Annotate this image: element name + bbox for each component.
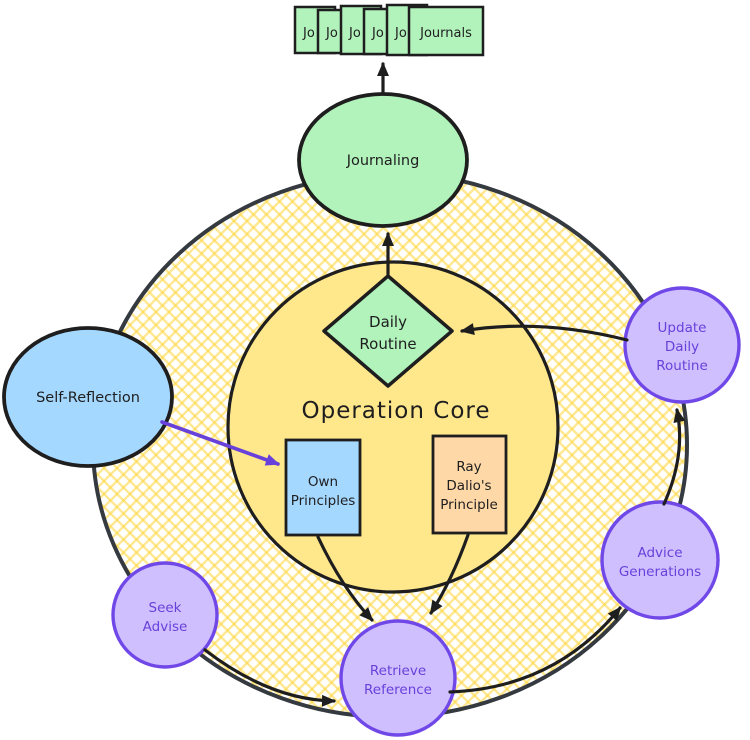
daily-routine-diamond[interactable]: Daily Routine [322, 274, 454, 388]
own-principles-label-line2: Principles [291, 493, 356, 509]
ray-dalio-label-line3: Principle [440, 497, 498, 513]
daily-routine-label-line2: Routine [359, 335, 416, 353]
arrow-update-to-daily-routine[interactable] [460, 323, 629, 342]
journal-card-label: Jo [302, 26, 315, 41]
ray-dalio-label-line2: Dalio's [446, 478, 491, 494]
operation-core-label: Operation Core [301, 398, 490, 424]
own-principles-rect[interactable]: Own Principles [284, 438, 362, 537]
ray-dalio-rect[interactable]: Ray Dalio's Principle [431, 434, 508, 535]
daily-routine-label-line1: Daily [369, 313, 407, 331]
journal-card-label: Jo [348, 26, 361, 41]
self-reflection-node[interactable]: Self-Reflection [2, 326, 174, 468]
seek-advise-line1: Seek [149, 600, 182, 616]
journaling-label: Journaling [346, 153, 420, 169]
advice-generations-line2: Generations [619, 564, 701, 580]
journal-stack[interactable]: Jo Jo Jo Jo Jo Journals [293, 3, 485, 57]
arrow-self-reflection-to-own-principles[interactable] [160, 420, 280, 466]
update-daily-routine-node[interactable]: Update Daily Routine [623, 286, 741, 404]
seek-advise-line2: Advise [143, 619, 188, 635]
journal-card-label: Jo [325, 26, 338, 41]
arrow-retrieve-to-advice[interactable] [448, 606, 622, 694]
retrieve-reference-node[interactable]: Retrieve Reference [339, 619, 457, 737]
journaling-node[interactable]: Journaling [297, 92, 469, 228]
retrieve-reference-line1: Retrieve [370, 663, 426, 679]
arrow-seek-advise-to-retrieve[interactable] [203, 648, 336, 707]
update-daily-routine-line3: Routine [656, 358, 708, 374]
advice-generations-line1: Advice [637, 545, 682, 561]
arrow-ray-dalio-to-retrieve[interactable] [429, 533, 470, 615]
ray-dalio-label-line1: Ray [456, 459, 481, 475]
arrow-advice-to-update[interactable] [662, 408, 686, 506]
arrow-own-principles-to-retrieve[interactable] [316, 535, 374, 622]
seek-advise-node[interactable]: Seek Advise [111, 561, 219, 669]
journal-card-front[interactable]: Journals [407, 5, 485, 57]
retrieve-reference-line2: Reference [364, 682, 432, 698]
journal-card-label: Jo [394, 26, 407, 41]
advice-generations-node[interactable]: Advice Generations [600, 500, 720, 620]
update-daily-routine-line2: Daily [665, 339, 699, 355]
update-daily-routine-line1: Update [658, 320, 707, 336]
own-principles-label-line1: Own [308, 474, 338, 490]
journal-card-label: Jo [371, 26, 384, 41]
self-reflection-label: Self-Reflection [36, 390, 140, 406]
journal-card-front-label: Journals [419, 26, 472, 41]
